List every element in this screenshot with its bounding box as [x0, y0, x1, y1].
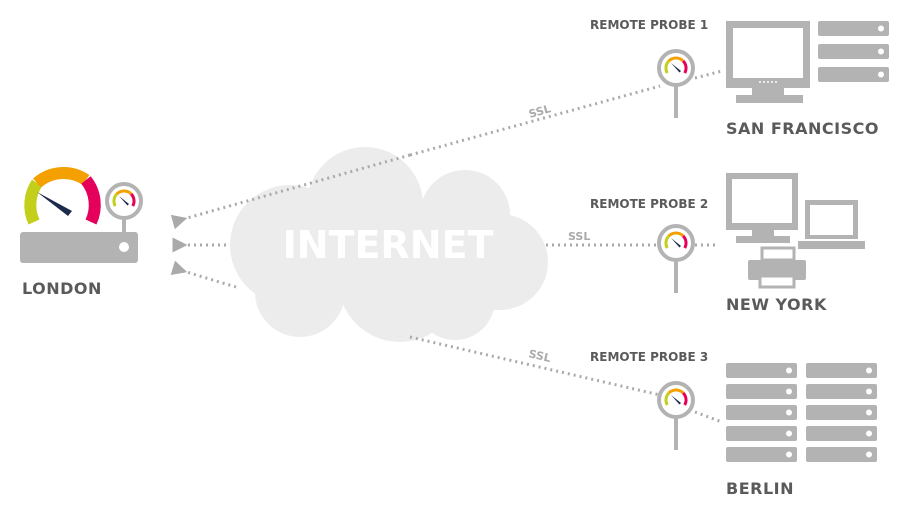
cloud-label: INTERNET — [283, 223, 494, 267]
connection-sf-london — [170, 153, 411, 230]
probe-2-gauge-icon[interactable] — [657, 224, 695, 295]
san-francisco-desktop-icon — [726, 21, 810, 103]
probe-3-label: REMOTE PROBE 3 — [590, 350, 708, 364]
connection-probe1 — [409, 84, 661, 157]
internet-cloud — [230, 147, 548, 342]
probe-3-gauge-icon[interactable] — [657, 381, 695, 452]
london-speedometer-icon — [24, 167, 101, 225]
connection-probe3 — [409, 335, 661, 397]
ssl-label-1: SSL — [527, 102, 552, 121]
new-york-label: NEW YORK — [726, 295, 827, 314]
san-francisco-server-icon — [818, 21, 889, 82]
new-york-desktop-icon — [726, 173, 798, 243]
berlin-server-rack-icon — [726, 363, 877, 462]
san-francisco-label: SAN FRANCISCO — [726, 119, 879, 138]
london-label: LONDON — [22, 279, 102, 298]
probe-1-label: REMOTE PROBE 1 — [590, 18, 708, 32]
ssl-label-2: SSL — [568, 230, 590, 243]
probe-1-gauge-icon[interactable] — [657, 49, 695, 120]
new-york-laptop-icon — [798, 200, 865, 249]
ssl-label-3: SSL — [527, 347, 552, 365]
connection-lines — [170, 69, 723, 424]
berlin-label: BERLIN — [726, 479, 794, 498]
probe-2-label: REMOTE PROBE 2 — [590, 197, 708, 211]
connection-berlin-london — [170, 260, 237, 289]
london-server-icon — [20, 232, 138, 263]
new-york-printer-icon — [748, 246, 806, 289]
